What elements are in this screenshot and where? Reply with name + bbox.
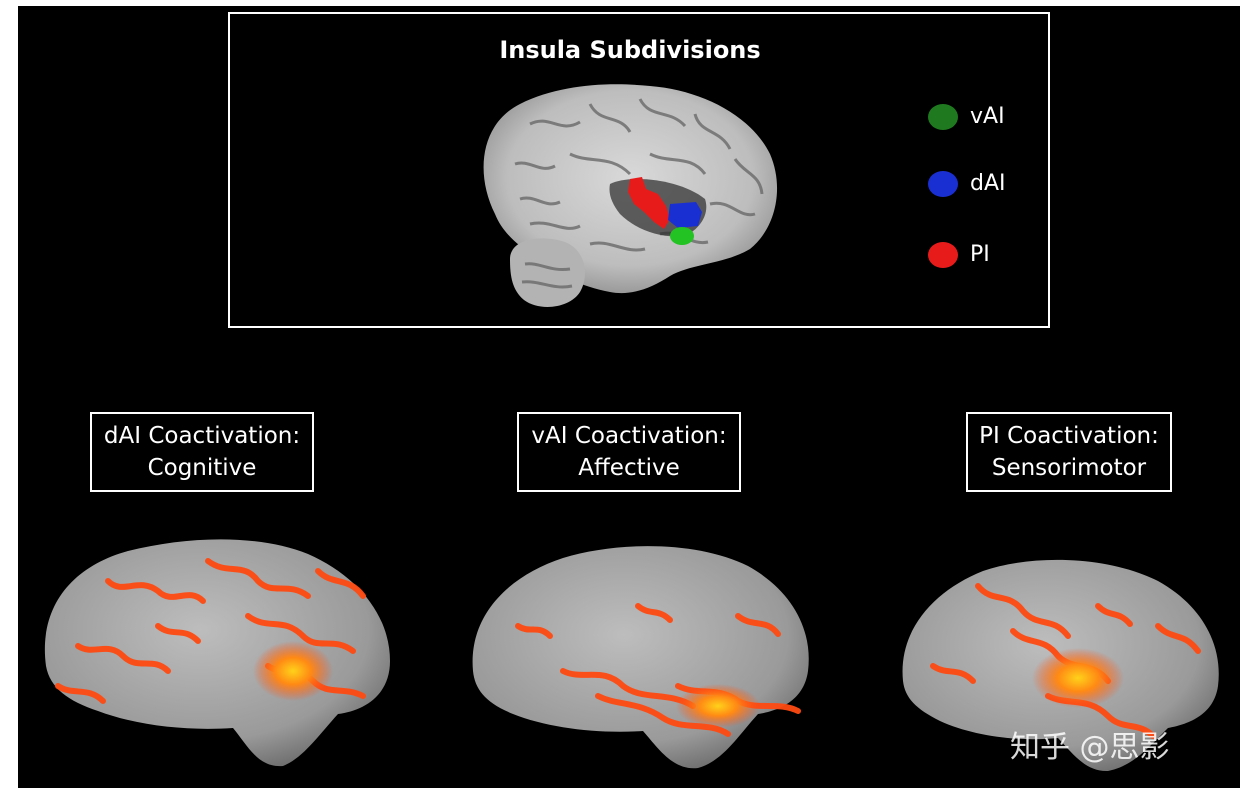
sagittal-brain-image xyxy=(483,84,778,307)
coactivation-label-pi: PI Coactivation: Sensorimotor xyxy=(966,412,1172,492)
insula-subdivisions-panel: Insula Subdivisions xyxy=(228,12,1050,328)
coactivation-type: Affective xyxy=(578,455,680,481)
brain-surface-vai xyxy=(472,546,809,769)
pi-region xyxy=(628,177,670,229)
coactivation-label-vai: vAI Coactivation: Affective xyxy=(517,412,741,492)
legend-swatch-pi xyxy=(928,242,958,268)
coactivation-title: vAI Coactivation: xyxy=(531,423,727,449)
sulci-pattern xyxy=(514,98,764,289)
legend-label-pi: PI xyxy=(970,242,990,267)
panel-title: Insula Subdivisions xyxy=(499,36,761,64)
legend-swatch-vai xyxy=(928,104,958,130)
vai-region xyxy=(670,227,694,245)
legend-swatch-dai xyxy=(928,171,958,197)
coactivation-title: PI Coactivation: xyxy=(979,423,1159,449)
coactivation-title: dAI Coactivation: xyxy=(103,423,301,449)
brain-surface-dai xyxy=(44,539,391,767)
brain-surface-pi xyxy=(902,559,1219,772)
cerebellum-shape xyxy=(510,238,585,307)
watermark: 知乎 @思影 xyxy=(1010,730,1170,765)
coactivation-type: Cognitive xyxy=(147,455,257,481)
legend-label-vai: vAI xyxy=(970,104,1005,129)
legend-label-dai: dAI xyxy=(970,171,1006,196)
coactivation-type: Sensorimotor xyxy=(991,455,1147,481)
dai-region xyxy=(668,202,702,228)
cortical-surfaces xyxy=(44,539,1219,772)
coactivation-label-dai: dAI Coactivation: Cognitive xyxy=(90,412,314,492)
figure-canvas: Insula Subdivisions xyxy=(18,6,1240,788)
